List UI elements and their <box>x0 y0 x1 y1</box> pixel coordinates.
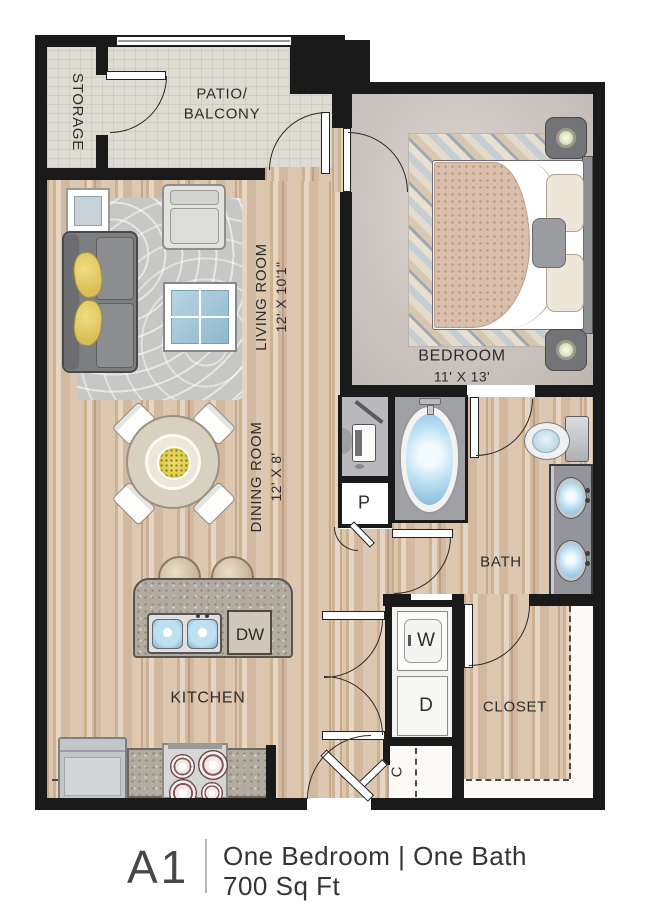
coat-closet-floor <box>389 746 452 798</box>
wall <box>332 47 352 128</box>
coat-closet-dash <box>415 748 417 797</box>
wall <box>383 737 452 746</box>
dryer <box>397 676 448 736</box>
wall <box>340 385 467 397</box>
living-room-name: LIVING ROOM <box>253 243 271 351</box>
armchair-back <box>170 190 219 205</box>
sink-faucet <box>205 614 209 618</box>
washer-handle <box>408 635 411 646</box>
closet-shelf-dash-horizontal <box>466 779 569 781</box>
bedroom-label: BEDROOM 11' X 13' <box>418 347 506 386</box>
wall <box>350 82 605 94</box>
washer-label: W <box>417 630 435 651</box>
footer-divider <box>205 839 207 893</box>
plan-code: A1 <box>127 841 190 893</box>
dining-room-label: DINING ROOM 12' X 8' <box>247 421 285 532</box>
bedroom-name: BEDROOM <box>418 347 506 365</box>
sink-basin <box>152 619 183 649</box>
sink-faucet <box>585 488 590 493</box>
dryer-label: D <box>419 695 433 716</box>
wall <box>529 594 593 606</box>
stove-burner <box>170 754 195 779</box>
armchair-seat <box>170 208 219 244</box>
tub-faucet <box>419 398 441 405</box>
patio-doorway-floor <box>265 167 332 181</box>
wall <box>383 737 390 765</box>
bathtub-water <box>406 414 453 505</box>
wall <box>593 82 605 810</box>
storage-label: STORAGE <box>68 73 86 151</box>
refrigerator-divider <box>60 750 125 752</box>
wall <box>96 47 108 75</box>
wall <box>535 385 605 397</box>
wall <box>383 594 411 606</box>
sink-faucet <box>585 498 590 503</box>
sofa-seat-cushion <box>96 237 134 300</box>
tub-faucet-spout <box>427 405 434 415</box>
sink-basin <box>187 619 218 649</box>
patio-label-line2: BALCONY <box>183 105 261 122</box>
toilet-bowl-inner <box>532 429 560 453</box>
bedroom-dims: 11' X 13' <box>433 368 491 385</box>
lamp <box>556 340 576 360</box>
closet-shelf-bottom <box>464 779 593 798</box>
sink-faucet <box>585 551 590 556</box>
pantry <box>338 479 392 528</box>
plan-description: One Bedroom | One Bath <box>223 841 527 871</box>
patio-label: PATIO/ BALCONY <box>184 85 261 124</box>
living-room-dims: 12' X 10'1" <box>272 261 289 333</box>
water-heater-panel <box>355 430 362 456</box>
bed-blanket <box>434 162 530 328</box>
patio-window-mullion <box>118 40 290 42</box>
bed-throw-cushion <box>532 218 566 268</box>
kitchen-label: KITCHEN <box>170 689 246 707</box>
food-plate <box>157 446 191 480</box>
wall <box>35 35 47 810</box>
utility-vent <box>355 464 364 469</box>
plan-area: 700 Sq Ft <box>223 871 341 901</box>
closet-shelf-dash-vertical <box>569 606 571 779</box>
sofa-back <box>64 234 79 370</box>
vanity-sink <box>555 477 587 519</box>
utility-fixture <box>342 428 352 454</box>
bath-label: BATH <box>480 553 522 571</box>
pantry-label: P <box>357 492 371 513</box>
wall <box>452 594 464 810</box>
dishwasher-label: DW <box>235 625 265 644</box>
dishwasher <box>227 610 272 655</box>
wall <box>35 798 307 810</box>
patio-storage-floor <box>47 47 332 168</box>
refrigerator-door <box>64 757 121 796</box>
sink-faucet <box>196 614 200 618</box>
wall <box>266 745 276 798</box>
wall <box>35 168 265 180</box>
closet-label: CLOSET <box>482 698 548 716</box>
coat-closet-label: C <box>388 766 406 778</box>
stove-burner <box>198 750 228 780</box>
vanity-sink <box>555 540 587 582</box>
stove-back-panel <box>168 743 222 749</box>
sink-faucet <box>585 561 590 566</box>
end-table-glass <box>74 196 102 226</box>
wall <box>340 192 352 390</box>
patio-label-line1: PATIO/ <box>196 85 248 103</box>
coffee-table-divider <box>171 316 229 318</box>
dining-room-dims: 12' X 8' <box>267 452 284 502</box>
living-room-label: LIVING ROOM 12' X 10'1" <box>252 243 290 351</box>
sofa-seat-cushion <box>96 303 134 368</box>
closet-shelf-right <box>571 600 593 798</box>
lamp <box>556 128 576 148</box>
wall <box>371 798 605 810</box>
dining-room-name: DINING ROOM <box>248 421 266 533</box>
